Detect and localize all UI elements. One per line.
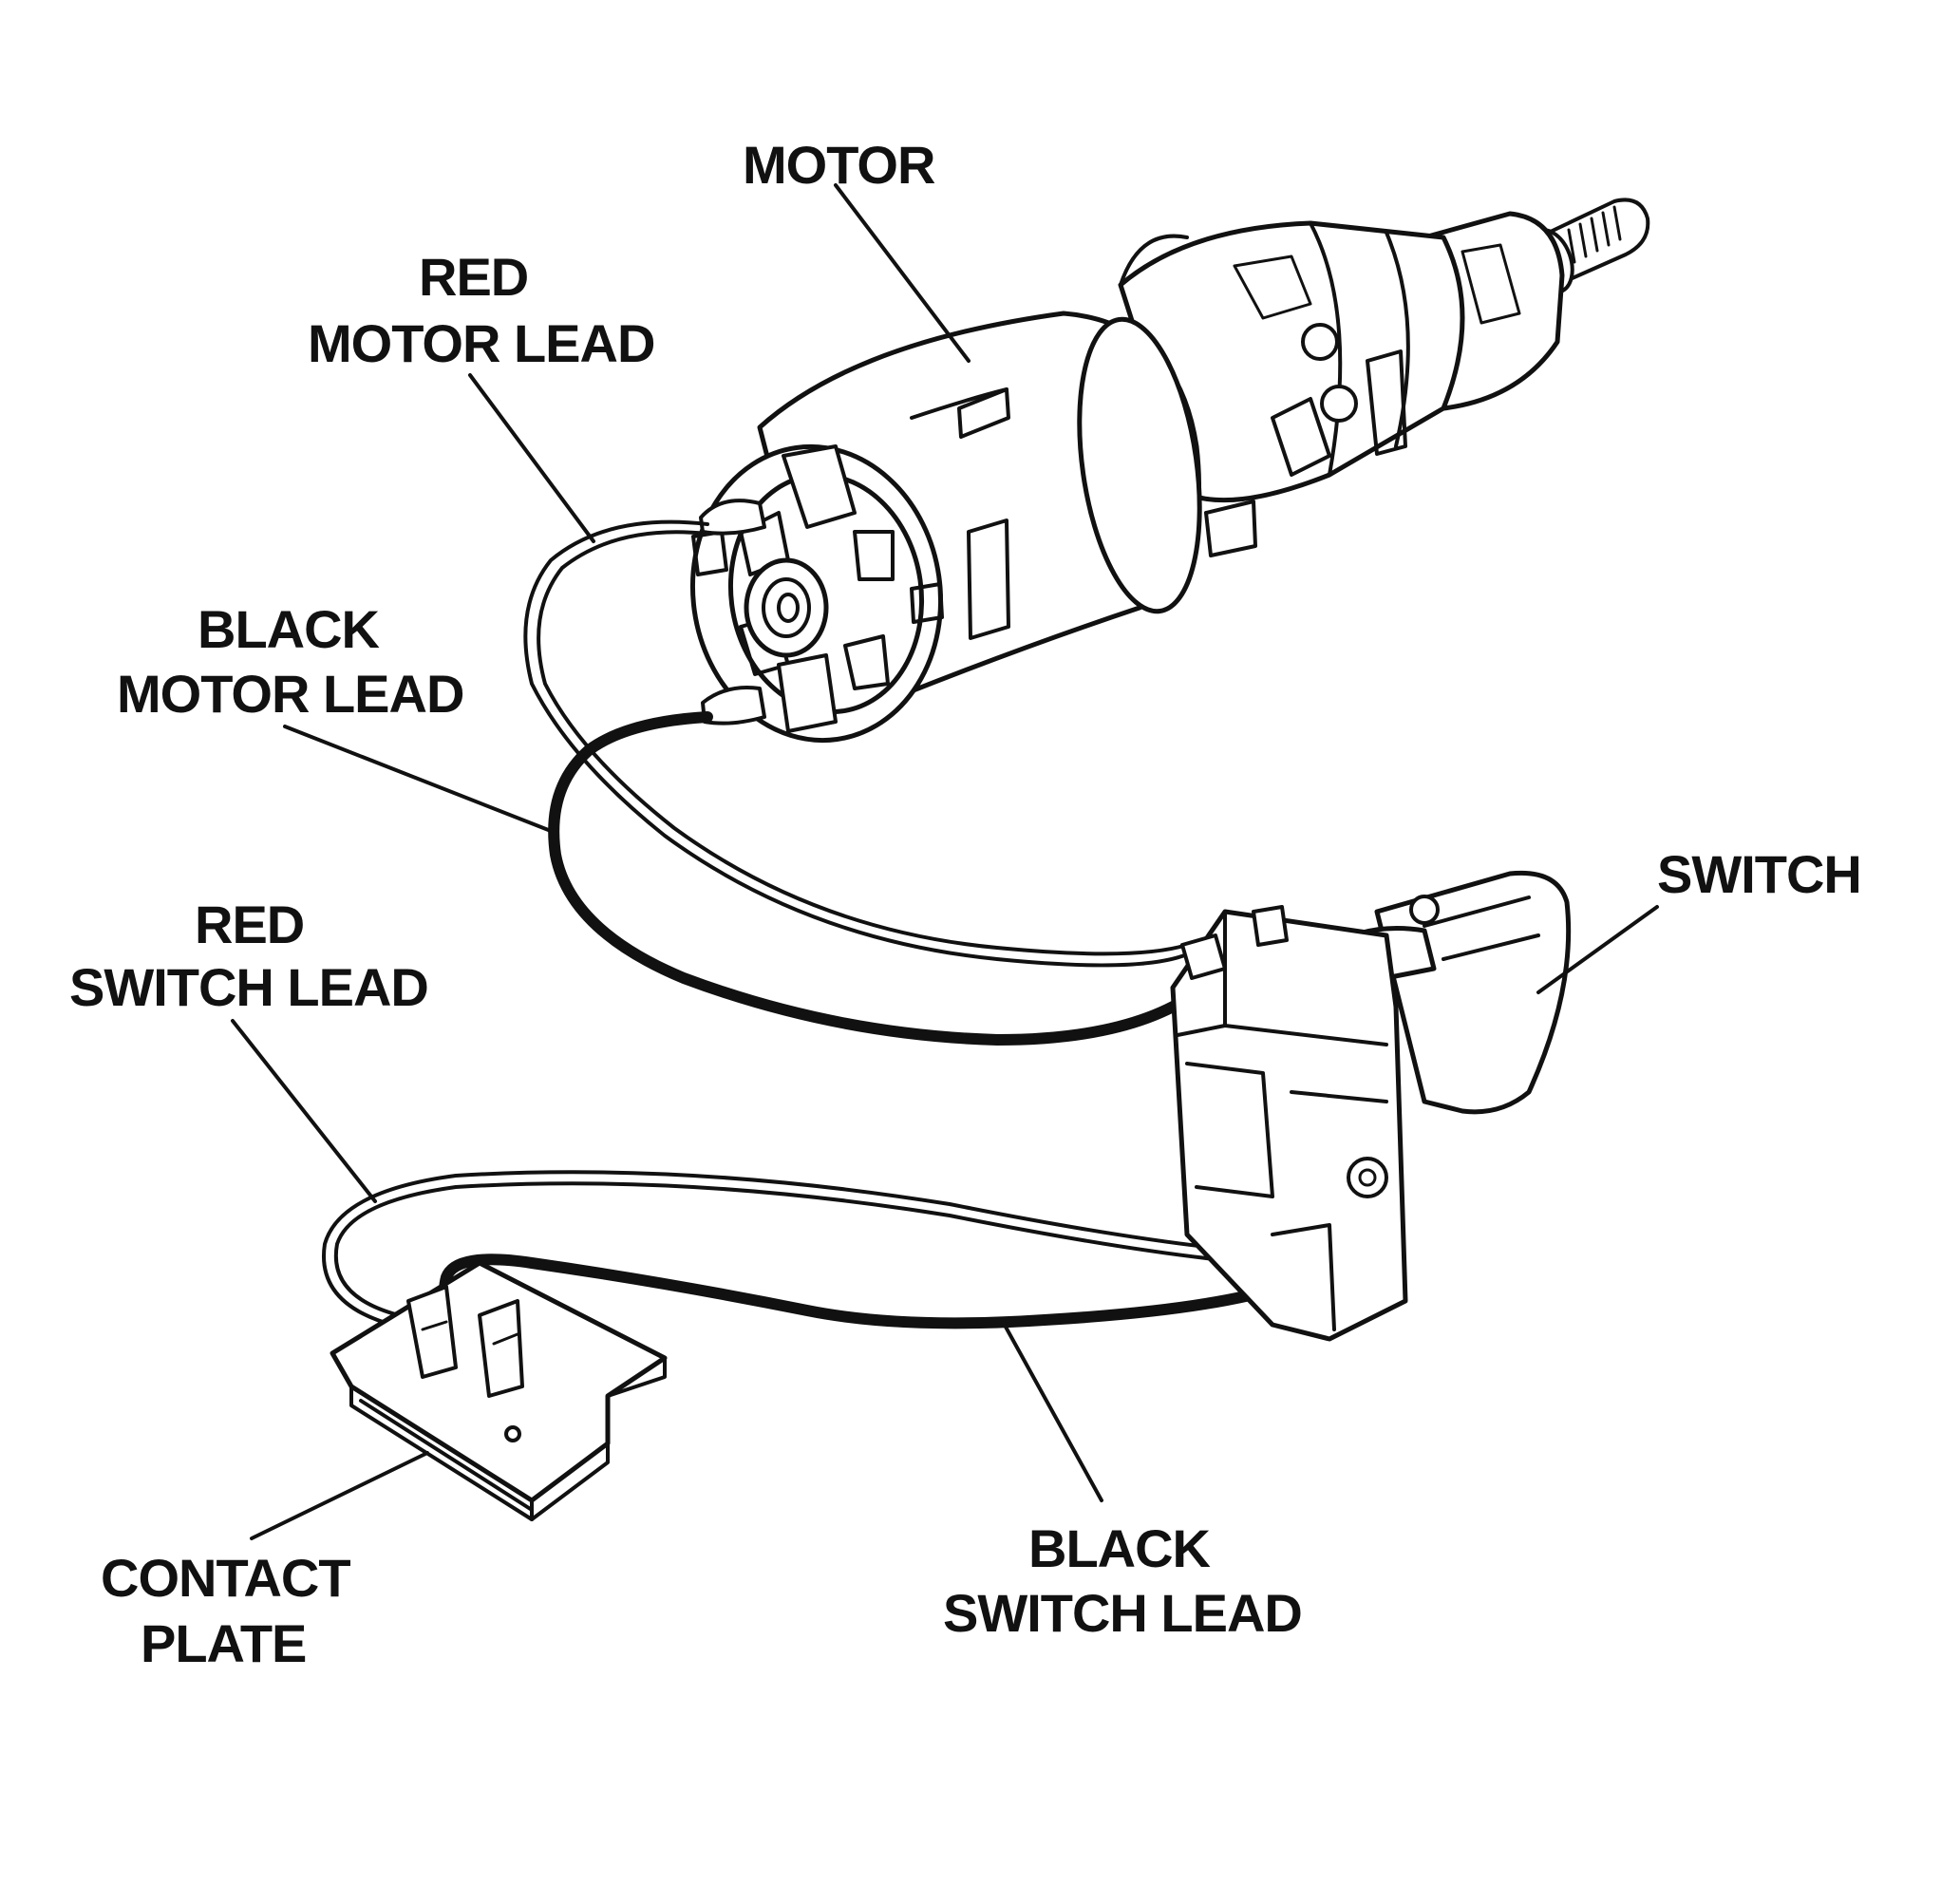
label-black-motor-lead-line1: BLACK [198,599,380,659]
motor-end-cap [689,443,944,744]
label-black-switch-lead-line2: SWITCH LEAD [943,1583,1302,1643]
motor-terminals [699,499,766,726]
contact-plate-drawing [330,1260,668,1521]
leader-red-motor-lead [468,373,595,543]
label-red-motor-lead-line1: RED [419,247,528,307]
label-switch: SWITCH [1657,844,1861,904]
label-red-switch-lead-line2: SWITCH LEAD [69,957,428,1017]
label-black-switch-lead-line1: BLACK [1028,1518,1211,1578]
label-contact-plate-line2: PLATE [141,1613,306,1673]
label-red-switch-lead-line1: RED [195,895,304,954]
leader-switch [1536,905,1659,994]
red-motor-lead-wire [523,519,1189,968]
motor-gearbox [1118,211,1565,557]
motor-drawing [689,198,1650,744]
label-red-motor-lead-line2: MOTOR LEAD [308,313,654,373]
switch-drawing [1170,870,1572,1342]
leader-contact-plate [250,1451,429,1540]
leader-lines [231,183,1659,1540]
label-contact-plate-line1: CONTACT [101,1548,350,1608]
label-black-motor-lead-line2: MOTOR LEAD [117,664,463,724]
leader-motor [834,183,971,363]
black-switch-lead-wire [439,1254,1288,1329]
leader-black-motor-lead [283,725,553,833]
leader-black-switch-lead [1000,1318,1103,1502]
leader-red-switch-lead [231,1019,377,1203]
label-motor: MOTOR [743,135,935,195]
black-motor-lead-wire [548,711,1202,1046]
labels: MOTOR RED MOTOR LEAD BLACK MOTOR LEAD SW… [69,135,1862,1673]
red-switch-lead-wire [322,1170,1255,1329]
wires [322,519,1288,1329]
